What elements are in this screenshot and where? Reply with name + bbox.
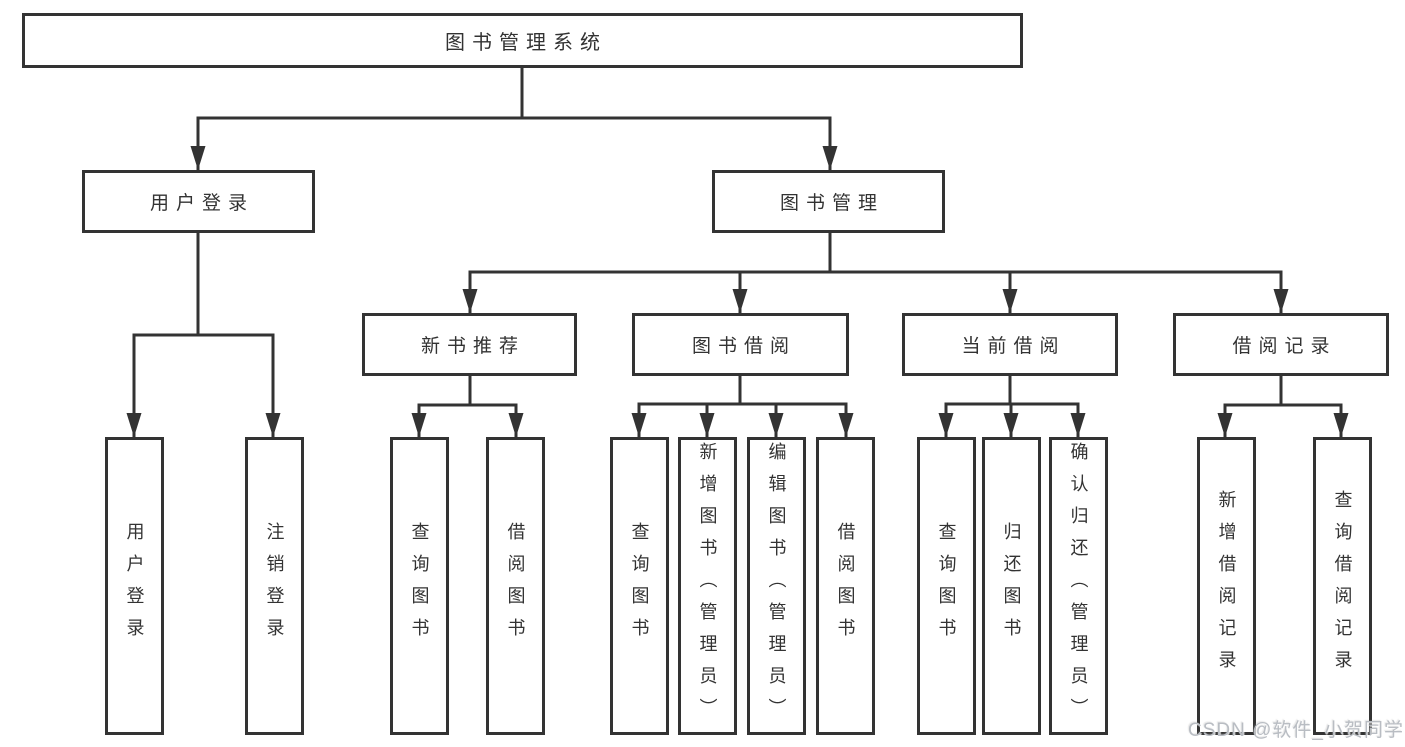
leaf-confirm-return-admin: 确认归还（管理员）: [1049, 437, 1108, 735]
leaf-query-books-recommend-label: 查询图书: [409, 522, 430, 650]
watermark: CSDN @软件_小贺同学: [1188, 720, 1404, 741]
node-current-borrowing-label: 当前借阅: [961, 336, 1066, 357]
leaf-confirm-return-admin-label: 确认归还（管理员）: [1068, 442, 1089, 730]
node-new-book-recommend-label: 新书推荐: [420, 336, 525, 357]
leaf-query-books-current: 查询图书: [917, 437, 976, 735]
node-book-management-label: 图书管理: [779, 193, 884, 214]
node-borrow-records: 借阅记录: [1173, 313, 1389, 376]
leaf-user-login: 用户登录: [105, 437, 164, 735]
leaf-edit-book-admin-label: 编辑图书（管理员）: [766, 442, 787, 730]
leaf-query-books-current-label: 查询图书: [936, 522, 957, 650]
node-user-login-label: 用户登录: [149, 193, 254, 214]
leaf-query-borrow-record: 查询借阅记录: [1313, 437, 1372, 735]
leaf-return-book-label: 归还图书: [1001, 522, 1022, 650]
node-user-login: 用户登录: [82, 170, 315, 233]
leaf-edit-book-admin: 编辑图书（管理员）: [747, 437, 806, 735]
leaf-query-borrow-record-label: 查询借阅记录: [1332, 490, 1353, 682]
leaf-add-book-admin-label: 新增图书（管理员）: [697, 442, 718, 730]
leaf-add-borrow-record-label: 新增借阅记录: [1216, 490, 1237, 682]
leaf-borrow-books-borrowing: 借阅图书: [816, 437, 875, 735]
leaf-logout-label: 注销登录: [264, 522, 285, 650]
leaf-query-books-recommend: 查询图书: [390, 437, 449, 735]
node-new-book-recommend: 新书推荐: [362, 313, 577, 376]
node-root: 图书管理系统: [22, 13, 1023, 68]
leaf-borrow-books-recommend-label: 借阅图书: [505, 522, 526, 650]
node-borrow-records-label: 借阅记录: [1232, 336, 1337, 357]
leaf-add-book-admin: 新增图书（管理员）: [678, 437, 737, 735]
leaf-query-books-borrowing-label: 查询图书: [629, 522, 650, 650]
leaf-borrow-books-recommend: 借阅图书: [486, 437, 545, 735]
leaf-user-login-label: 用户登录: [124, 522, 145, 650]
leaf-borrow-books-borrowing-label: 借阅图书: [835, 522, 856, 650]
node-book-borrowing-label: 图书借阅: [691, 336, 796, 357]
leaf-add-borrow-record: 新增借阅记录: [1197, 437, 1256, 735]
leaf-return-book: 归还图书: [982, 437, 1041, 735]
leaf-query-books-borrowing: 查询图书: [610, 437, 669, 735]
leaf-logout: 注销登录: [245, 437, 304, 735]
node-current-borrowing: 当前借阅: [902, 313, 1118, 376]
node-book-borrowing: 图书借阅: [632, 313, 849, 376]
node-book-management: 图书管理: [712, 170, 945, 233]
node-root-label: 图书管理系统: [445, 32, 607, 54]
